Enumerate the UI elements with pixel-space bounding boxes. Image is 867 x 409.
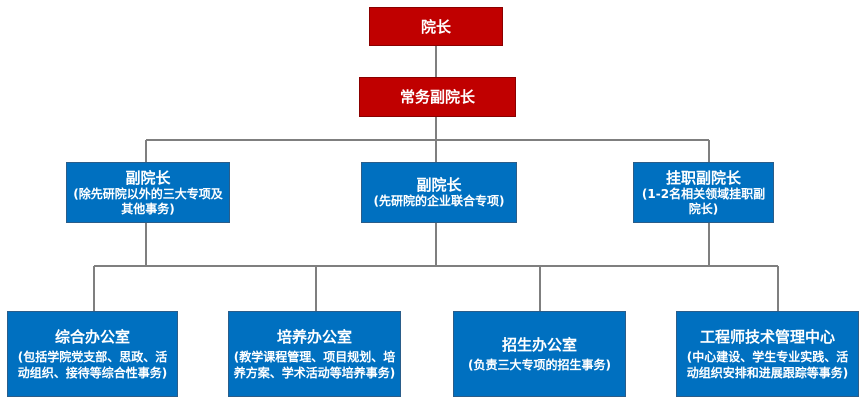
- engineer-center-desc: (中心建设、学生专业实践、活动组织安排和进展跟踪等事务): [686, 349, 849, 380]
- adjunct-vice-dean-desc: (1-2名相关领域挂职副院长): [641, 186, 766, 216]
- admissions-office-desc: (负责三大专项的招生事务): [468, 357, 611, 372]
- vice-dean-title: 副院长: [416, 176, 462, 194]
- admissions-office-title: 招生办公室: [501, 335, 577, 354]
- general-office-desc: (包括学院党支部、思政、活动组织、接待等综合性事务): [17, 349, 168, 380]
- vice-dean-box-2: 副院长 (先研院的企业联合专项): [361, 162, 517, 223]
- adjunct-vice-dean-box: 挂职副院长 (1-2名相关领域挂职副院长): [633, 162, 774, 223]
- training-office-box: 培养办公室 (教学课程管理、项目规划、培养方案、学术活动等培养事务): [228, 311, 401, 397]
- vice-dean-desc: (除先研院以外的三大专项及其他事务): [73, 186, 223, 216]
- vice-dean-desc: (先研院的企业联合专项): [373, 194, 505, 208]
- general-office-box: 综合办公室 (包括学院党支部、思政、活动组织、接待等综合性事务): [7, 311, 178, 397]
- training-office-desc: (教学课程管理、项目规划、培养方案、学术活动等培养事务): [233, 349, 396, 380]
- executive-vice-dean-title: 常务副院长: [399, 88, 475, 106]
- executive-vice-dean-box: 常务副院长: [359, 77, 516, 117]
- training-office-title: 培养办公室: [276, 327, 352, 346]
- engineer-center-title: 工程师技术管理中心: [699, 327, 835, 346]
- engineer-center-box: 工程师技术管理中心 (中心建设、学生专业实践、活动组织安排和进展跟踪等事务): [676, 311, 859, 397]
- vice-dean-title: 副院长: [125, 168, 171, 187]
- dean-title: 院长: [420, 17, 451, 36]
- vice-dean-box-1: 副院长 (除先研院以外的三大专项及其他事务): [66, 162, 230, 223]
- adjunct-vice-dean-title: 挂职副院长: [665, 168, 741, 187]
- dean-box: 院长: [369, 7, 503, 46]
- admissions-office-box: 招生办公室 (负责三大专项的招生事务): [453, 311, 626, 397]
- general-office-title: 综合办公室: [54, 327, 130, 346]
